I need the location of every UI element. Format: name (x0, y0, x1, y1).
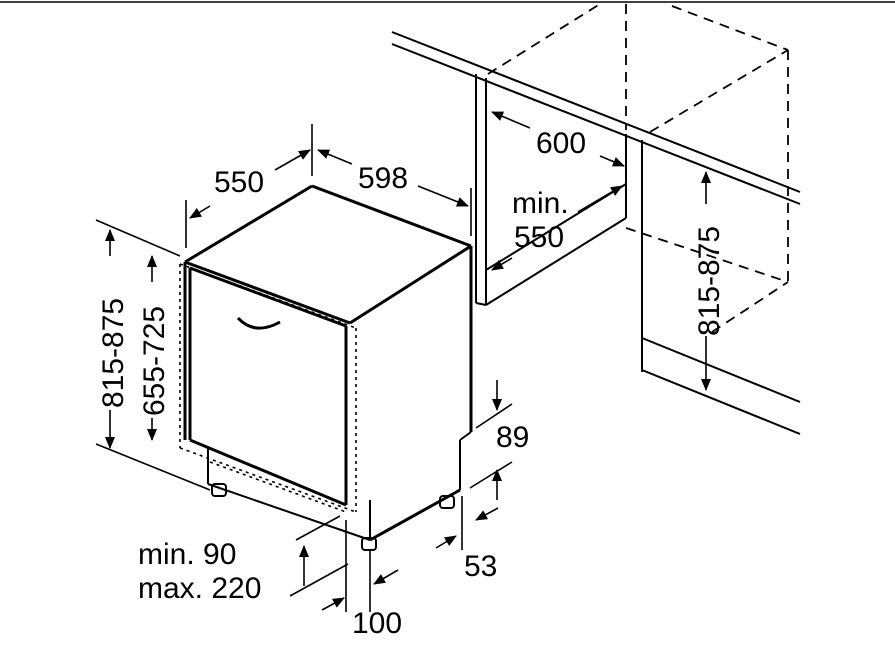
label-depth-550: 550 (214, 166, 264, 199)
foot-front (361, 537, 377, 551)
foot-left (211, 483, 227, 497)
label-niche-width-600: 600 (536, 127, 586, 160)
label-gap-max: max. 220 (138, 572, 261, 605)
label-niche-depth-min: min. (512, 187, 569, 220)
label-plinth-89: 89 (496, 421, 529, 454)
dimension-lines (95, 111, 711, 612)
dishwasher-body (179, 184, 473, 551)
label-width-598: 598 (358, 162, 408, 195)
dimension-labels: 550 598 600 min. 550 815-875 815-875 655… (97, 127, 726, 640)
label-overall-height: 815-875 (97, 298, 130, 408)
label-niche-depth-550: 550 (514, 221, 564, 254)
label-door-height: 655-725 (138, 306, 171, 416)
label-plinth-53: 53 (464, 550, 497, 583)
label-gap-min: min. 90 (138, 538, 236, 571)
foot-right (439, 495, 455, 509)
label-setback-100: 100 (352, 607, 402, 640)
cabinet-niche (391, 3, 801, 435)
label-niche-height: 815-875 (693, 226, 726, 336)
door-handle (236, 316, 281, 330)
